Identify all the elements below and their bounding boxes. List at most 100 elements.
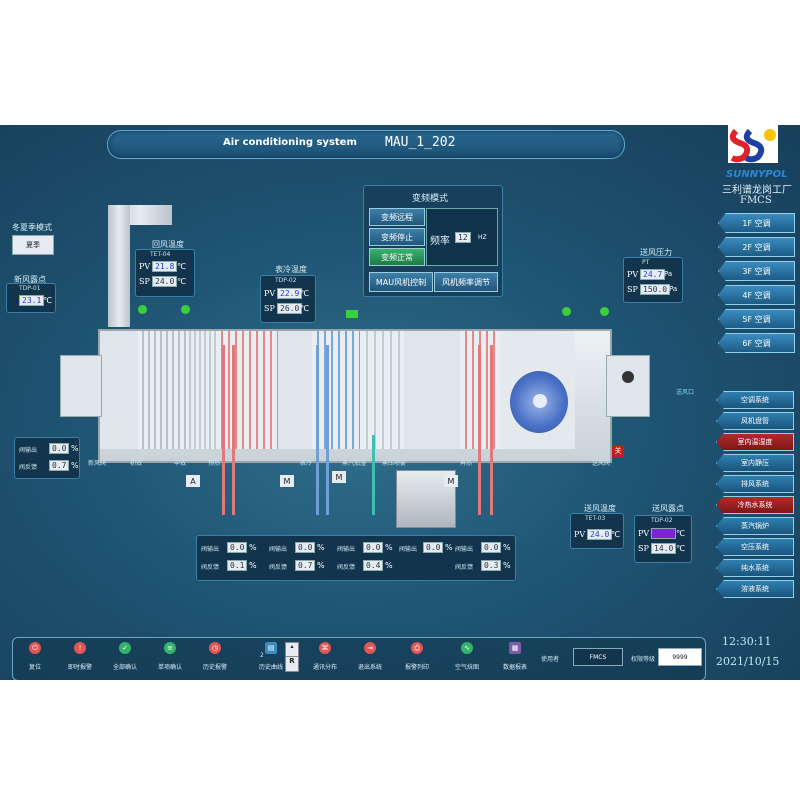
- doc-icon: ≡: [164, 642, 176, 654]
- valve-mode-manual[interactable]: M: [280, 475, 294, 487]
- freq-remote-button[interactable]: 变频远程: [369, 208, 425, 226]
- freq-value-box: 频率 12 HZ: [426, 208, 498, 266]
- sensor-indicator: [138, 305, 147, 314]
- valve-fb-label: 阀反馈: [455, 564, 474, 571]
- damper-out-value: 0.0: [49, 443, 70, 454]
- supply-pressure-sp[interactable]: 150.0: [640, 284, 671, 295]
- comm-dist-button[interactable]: ⌘通讯分布: [305, 638, 345, 678]
- valve-out-value: 0.0: [227, 542, 248, 553]
- freq-label: 频率: [430, 236, 450, 247]
- cold-pipe: [316, 345, 319, 515]
- valve-fb-value: 0.4: [363, 560, 384, 571]
- pager-letter[interactable]: R: [289, 657, 295, 665]
- section-label: 中效: [174, 460, 187, 467]
- sensor-indicator: [346, 310, 358, 318]
- supply-dew-unit: ℃: [676, 529, 685, 538]
- return-temp-unit: ℃: [177, 262, 186, 271]
- exit-icon: ⇥: [364, 642, 376, 654]
- valve-mode-manual[interactable]: M: [444, 475, 458, 487]
- system-steam-boiler-button[interactable]: 蒸汽锅炉: [716, 517, 794, 535]
- ahu-unit: [98, 329, 612, 463]
- floor-2f-button[interactable]: 2F 空调: [718, 237, 795, 257]
- fan-freq-adjust-button[interactable]: 风机频率调节: [434, 272, 498, 292]
- cooler-temp-panel: TDP-02 PV 22.9 ℃ SP 26.0 ℃: [260, 275, 316, 323]
- valve-unit: %: [445, 543, 453, 552]
- exit-system-button[interactable]: ⇥退出系统: [350, 638, 390, 678]
- ack-all-button[interactable]: ✓全部确认: [105, 638, 145, 678]
- valve-mode-manual[interactable]: M: [332, 471, 346, 483]
- system-fcu-button[interactable]: 风机盘管: [716, 412, 794, 430]
- toolbar-label: 复位: [28, 664, 41, 671]
- pager-control[interactable]: ▴ R: [285, 642, 299, 672]
- fresh-dew-panel: TDP-01 23.1 ℃: [6, 283, 56, 313]
- section-label: 蒸压喷雾: [382, 460, 407, 467]
- freq-mode-panel: 变频模式 变频远程 变频停止 变频正常 频率 12 HZ MAU风机控制 风机频…: [363, 185, 503, 297]
- supply-temp-label: 送风温度: [584, 504, 616, 513]
- damper-fb-value: 0.7: [49, 460, 70, 471]
- instant-alarm-button[interactable]: !即时报警: [60, 638, 100, 678]
- reset-button[interactable]: ⏻复位: [15, 638, 55, 678]
- valve-mode-auto[interactable]: A: [186, 475, 200, 487]
- floor-3f-button[interactable]: 3F 空调: [718, 261, 795, 281]
- valve-fb-value: 0.7: [295, 560, 316, 571]
- inlet-damper: [60, 355, 102, 417]
- supply-dew-sp[interactable]: 14.0: [651, 543, 677, 554]
- valve-out-label: 阀输出: [269, 546, 288, 553]
- sp-label: SP: [627, 285, 638, 294]
- valve-out-label: 阀输出: [455, 546, 474, 553]
- fresh-dew-unit: ℃: [43, 296, 52, 305]
- valve-out-value: 0.0: [363, 542, 384, 553]
- mau-fan-control-button[interactable]: MAU风机控制: [369, 272, 433, 292]
- pv-label: PV: [627, 270, 639, 279]
- floor-1f-button[interactable]: 1F 空调: [718, 213, 795, 233]
- supply-dew-panel: TDP-02 PV 13.5 ℃ SP 14.0 ℃: [634, 515, 692, 563]
- freq-stop-button[interactable]: 变频停止: [369, 228, 425, 246]
- system-pure-water-button[interactable]: 纯水系统: [716, 559, 794, 577]
- network-icon: ⌘: [319, 642, 331, 654]
- clock-date: 2021/10/15: [716, 655, 780, 668]
- system-compressed-air-button[interactable]: 空压系统: [716, 538, 794, 556]
- check-icon: ✓: [119, 642, 131, 654]
- system-ac-button[interactable]: 空调系统: [716, 391, 794, 409]
- title-bar: Air conditioning system MAU_1_202: [107, 130, 625, 159]
- toolbar-label: 报警列印: [404, 664, 429, 671]
- valve-unit: %: [249, 543, 257, 552]
- cooler-temp-tag: TDP-02: [275, 277, 297, 284]
- graph-icon: ∿: [461, 642, 473, 654]
- bottom-toolbar: ⏻复位 !即时报警 ✓全部确认 ≡单项确认 ◷历史报警 2 ▤历史曲线 ▴ R …: [12, 637, 706, 680]
- hmi-screen: Air conditioning system MAU_1_202 SUNNYP…: [0, 125, 800, 680]
- gauge-icon: [622, 371, 634, 383]
- floor-4f-button[interactable]: 4F 空调: [718, 285, 795, 305]
- valve-fb-value: 0.1: [227, 560, 248, 571]
- season-button[interactable]: 夏季: [12, 235, 54, 255]
- damper-fb-unit: %: [71, 461, 79, 470]
- freq-value[interactable]: 12: [455, 232, 471, 243]
- valve-unit: %: [385, 543, 393, 552]
- system-exhaust-button[interactable]: 排风系统: [716, 475, 794, 493]
- sp-label: SP: [139, 277, 150, 286]
- logo-line1: 三利谱龙岗工厂: [722, 185, 792, 196]
- return-temp-sp[interactable]: 24.0: [152, 276, 178, 287]
- pager-up-icon[interactable]: ▴: [286, 643, 298, 657]
- system-indoor-th-button[interactable]: 室内温湿度: [716, 433, 794, 451]
- enthalpy-chart-button[interactable]: ∿空气焓图: [447, 638, 487, 678]
- system-hot-cold-water-button[interactable]: 冷热水系统: [716, 496, 794, 514]
- chart-icon: ▤: [265, 642, 277, 654]
- system-indoor-pressure-button[interactable]: 室内静压: [716, 454, 794, 472]
- history-curve-button[interactable]: ▤历史曲线: [251, 638, 291, 678]
- sp-label: SP: [264, 304, 275, 313]
- user-value[interactable]: FMCS: [573, 648, 623, 666]
- floor-5f-button[interactable]: 5F 空调: [718, 309, 795, 329]
- cooler-temp-pv: 22.9: [277, 288, 303, 299]
- cooler-temp-sp[interactable]: 26.0: [277, 303, 303, 314]
- history-alarm-button[interactable]: ◷历史报警: [195, 638, 235, 678]
- data-report-button[interactable]: ▦数据报表: [495, 638, 535, 678]
- supply-pressure-panel: PT PV 24.7 Pa SP 150.0 Pa: [623, 257, 683, 303]
- system-solution-button[interactable]: 溶液系统: [716, 580, 794, 598]
- svg-text:SUNNYPOL: SUNNYPOL: [726, 169, 788, 180]
- pv-label: PV: [139, 262, 151, 271]
- floor-6f-button[interactable]: 6F 空调: [718, 333, 795, 353]
- alarm-print-button[interactable]: ⎙报警列印: [397, 638, 437, 678]
- sensor-indicator: [181, 305, 190, 314]
- ack-single-button[interactable]: ≡单项确认: [150, 638, 190, 678]
